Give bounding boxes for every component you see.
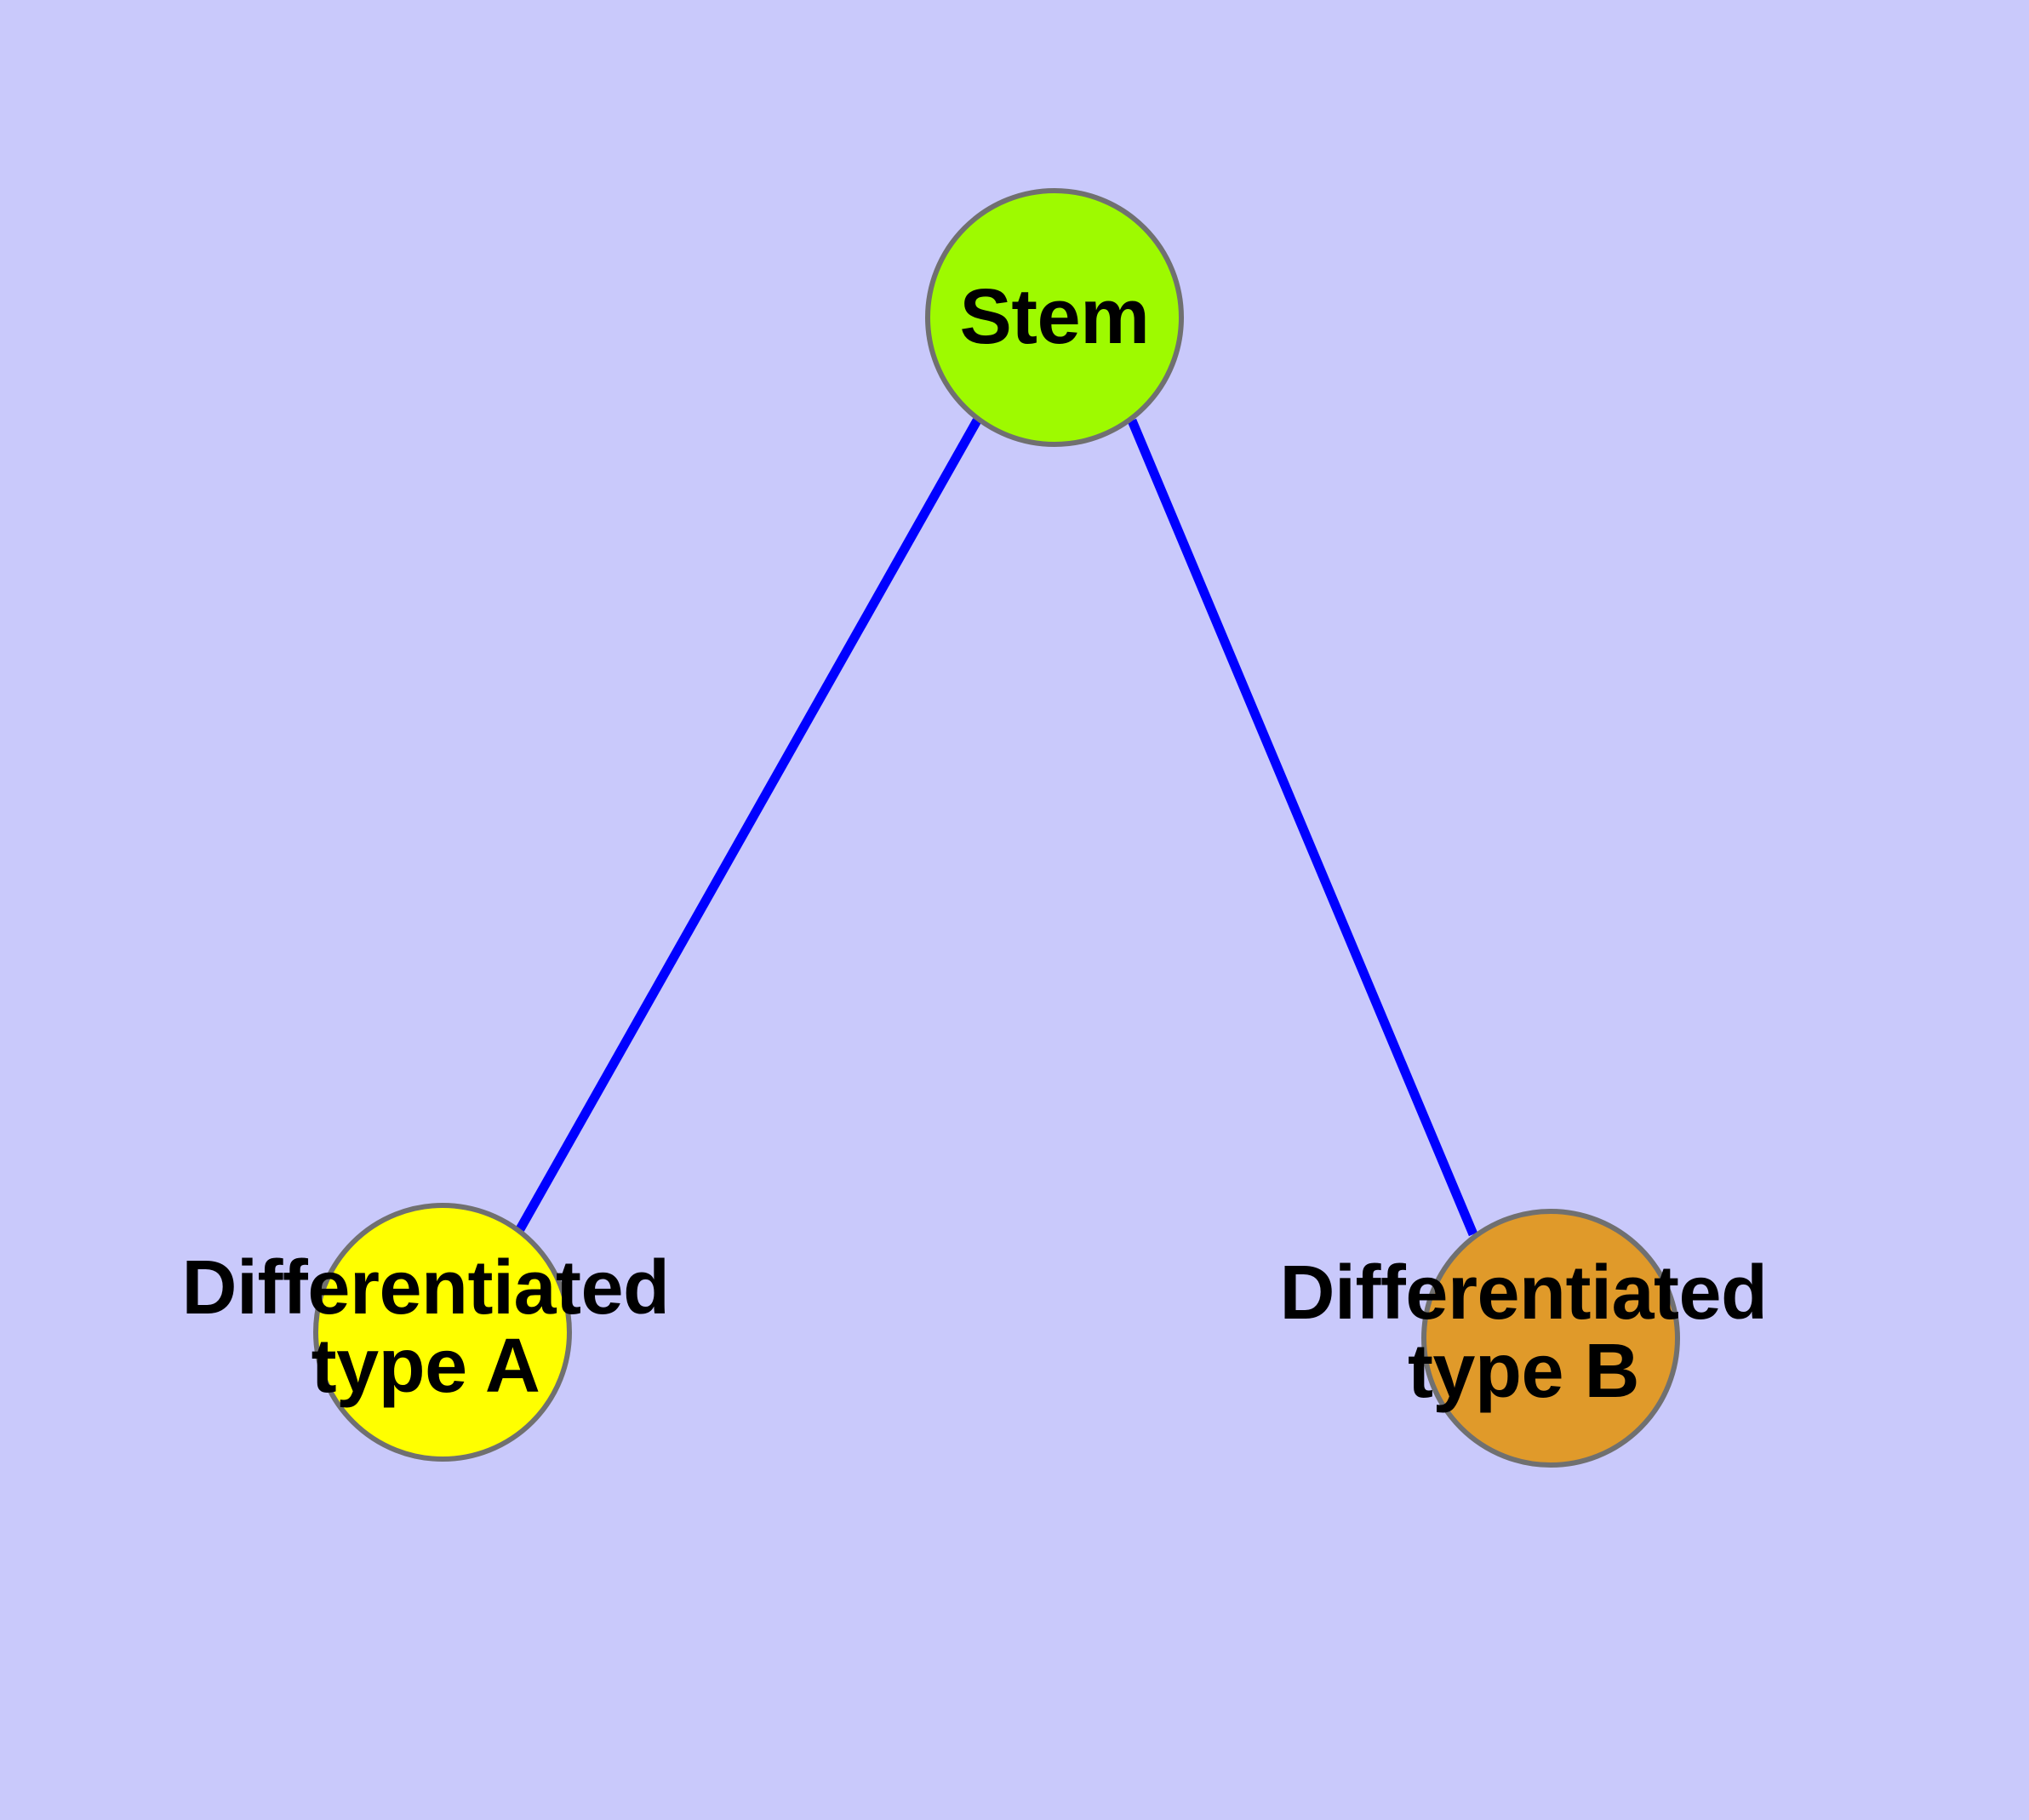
edge-stem-to-differentiated-type-a (516, 418, 981, 1232)
node-stem[interactable] (925, 188, 1184, 447)
node-differentiated-type-b[interactable] (1421, 1209, 1680, 1468)
edge-stem-to-differentiated-type-b (1127, 418, 1478, 1237)
node-differentiated-type-a[interactable] (313, 1203, 572, 1462)
